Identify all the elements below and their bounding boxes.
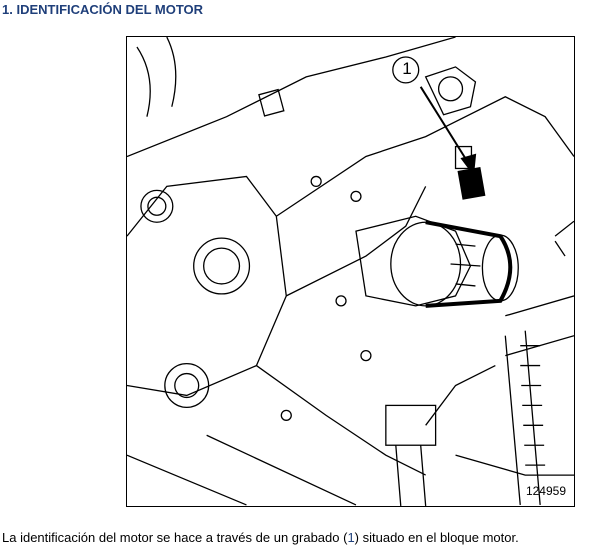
callout-reference: 1 — [347, 530, 355, 545]
caption: La identificación del motor se hace a tr… — [2, 530, 519, 545]
engine-drawing — [126, 36, 575, 507]
callout-label: 1 — [402, 59, 412, 78]
figure-number: 124959 — [525, 484, 566, 498]
engine-illustration: 1 124959 — [126, 36, 575, 507]
section-title: 1. IDENTIFICACIÓN DEL MOTOR — [2, 2, 204, 17]
caption-text-end: ) situado en el bloque motor. — [354, 530, 519, 545]
caption-text-start: La identificación del motor se hace a tr… — [2, 530, 348, 545]
